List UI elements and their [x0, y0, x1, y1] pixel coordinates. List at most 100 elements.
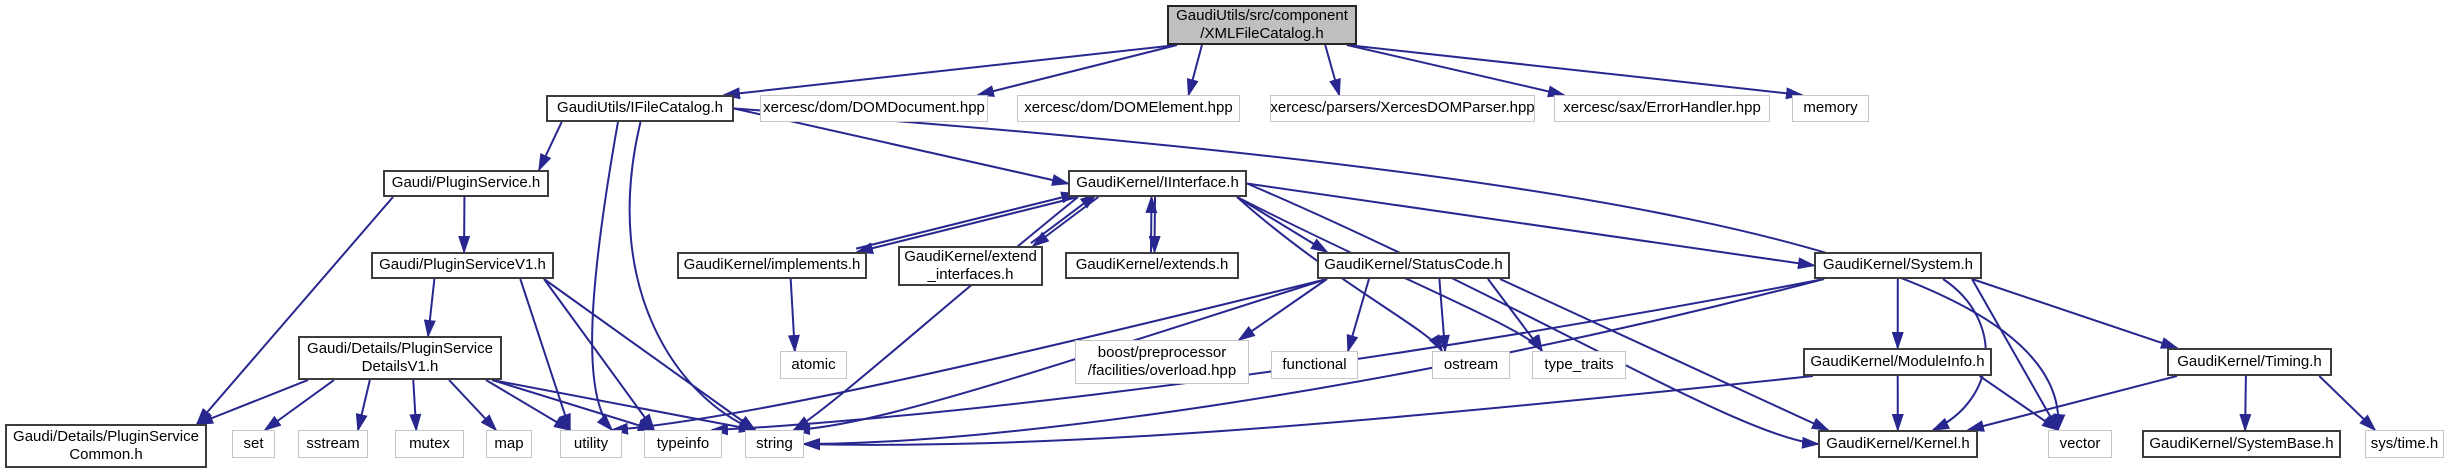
node-label: Common.h: [69, 446, 143, 463]
node-vector: vector: [2048, 430, 2112, 458]
edge-xmlfilecatalog-domelement: [1186, 44, 1203, 97]
node-label: GaudiKernel/StatusCode.h: [1324, 256, 1503, 274]
node-label: GaudiKernel/IInterface.h: [1076, 174, 1239, 192]
node-label: DetailsV1.h: [361, 358, 439, 375]
node-label: set: [243, 434, 264, 452]
node-label: atomic: [791, 355, 836, 373]
node-label: GaudiKernel/implements.h: [683, 256, 861, 274]
node-extends[interactable]: GaudiKernel/extends.h: [1065, 252, 1239, 279]
node-label: functional: [1282, 355, 1347, 373]
node-iinterface[interactable]: GaudiKernel/IInterface.h: [1068, 170, 1247, 197]
edge-detailsv1-utility: [485, 379, 572, 432]
edge-system-timing: [1971, 278, 2179, 349]
edge-xmlfilecatalog-memory: [1346, 44, 1804, 100]
edge-system-string: [802, 278, 1825, 450]
node-atomic: atomic: [780, 351, 847, 379]
node-label: GaudiKernel/extend: [904, 247, 1037, 265]
node-label: vector: [2059, 434, 2101, 452]
node-xmlfilecatalog: GaudiUtils/src/component/XMLFileCatalog.…: [1167, 5, 1357, 45]
edge-iinterface-extendinterfaces-back: [1030, 193, 1098, 245]
edge-statuscode-string: [792, 278, 1328, 436]
edge-detailsv1-mutex: [409, 379, 422, 432]
node-moduleinfo[interactable]: GaudiKernel/ModuleInfo.h: [1803, 348, 1992, 376]
edge-statuscode-kernel: [1499, 278, 1830, 431]
edge-statuscode-typetraits: [1487, 278, 1544, 353]
node-label: sstream: [306, 434, 360, 452]
edge-ifilecatalog-utility: [591, 121, 619, 432]
node-label: GaudiKernel/extends.h: [1075, 256, 1229, 274]
edge-timing-kernel: [1966, 375, 2178, 432]
node-ifilecatalog[interactable]: GaudiUtils/IFileCatalog.h: [546, 95, 734, 122]
edge-statuscode-utility: [610, 278, 1328, 435]
edge-moduleinfo-vector: [1979, 375, 2060, 432]
edge-timing-systime: [2318, 375, 2377, 432]
edge-detailsv1-string: [491, 379, 757, 433]
node-label: ostream: [1443, 355, 1499, 373]
edge-iinterface-extends-back: [1145, 194, 1158, 252]
node-label: xercesc/sax/ErrorHandler.hpp: [1563, 99, 1761, 117]
node-label: utility: [573, 434, 609, 452]
edge-statuscode-functional: [1346, 278, 1370, 353]
edge-iinterface-implements-back: [855, 191, 1080, 250]
edge-detailsv1-sstream: [355, 379, 371, 432]
node-label: typeinfo: [656, 434, 710, 452]
edge-system-typeinfo: [710, 278, 1825, 436]
node-label: sys/time.h: [2370, 434, 2439, 452]
edge-implements-atomic: [787, 278, 800, 353]
edge-iinterface-statuscode: [1236, 196, 1329, 254]
node-timing[interactable]: GaudiKernel/Timing.h: [2167, 348, 2332, 376]
node-implements[interactable]: GaudiKernel/implements.h: [677, 252, 867, 279]
edge-pluginservicev1-detailsv1: [423, 278, 436, 338]
edge-xmlfilecatalog-domdocument: [976, 44, 1178, 97]
node-label: GaudiKernel/Timing.h: [2177, 352, 2322, 370]
node-statuscode[interactable]: GaudiKernel/StatusCode.h: [1317, 252, 1510, 279]
node-label: xercesc/parsers/XercesDOMParser.hpp: [1270, 99, 1535, 117]
edge-pluginservice-common: [195, 196, 394, 426]
node-label: xercesc/dom/DOMDocument.hpp: [763, 99, 985, 117]
node-label: memory: [1803, 99, 1858, 117]
node-extendinterfaces[interactable]: GaudiKernel/extend_interfaces.h: [898, 246, 1043, 286]
node-utility: utility: [560, 430, 622, 458]
edge-detailsv1-common: [195, 379, 309, 425]
edge-ifilecatalog-pluginservice: [538, 121, 563, 172]
edge-pluginservicev1-string: [543, 278, 757, 432]
node-xercesdomparser: xercesc/parsers/XercesDOMParser.hpp: [1270, 95, 1535, 122]
node-kernel[interactable]: GaudiKernel/Kernel.h: [1818, 430, 1978, 458]
node-overload: boost/preprocessor/facilities/overload.h…: [1075, 340, 1249, 384]
node-ostream: ostream: [1432, 351, 1510, 379]
node-label: Gaudi/PluginServiceV1.h: [379, 256, 546, 274]
node-label: xercesc/dom/DOMElement.hpp: [1024, 99, 1233, 117]
node-domdocument: xercesc/dom/DOMDocument.hpp: [760, 95, 988, 122]
node-label: string: [756, 434, 793, 452]
edge-ifilecatalog-string: [628, 121, 757, 431]
edge-detailsv1-map: [448, 379, 498, 432]
node-errorhandler: xercesc/sax/ErrorHandler.hpp: [1554, 95, 1770, 122]
node-pluginservice[interactable]: Gaudi/PluginService.h: [383, 170, 549, 197]
node-label: GaudiKernel/System.h: [1822, 256, 1974, 274]
edge-xmlfilecatalog-ifilecatalog: [722, 44, 1178, 100]
node-string: string: [745, 430, 804, 458]
edge-detailsv1-set: [263, 379, 335, 432]
edge-iinterface-extends: [1148, 196, 1161, 254]
edge-xmlfilecatalog-errorhandler: [1346, 44, 1566, 98]
node-label: GaudiKernel/ModuleInfo.h: [1810, 352, 1985, 370]
node-label: Gaudi/Details/PluginService: [307, 339, 493, 357]
edge-iinterface-extendinterfaces: [1031, 196, 1099, 248]
node-label: mutex: [409, 434, 450, 452]
node-system[interactable]: GaudiKernel/System.h: [1814, 252, 1982, 279]
edge-iinterface-implements: [855, 196, 1079, 254]
node-label: /XMLFileCatalog.h: [1200, 25, 1324, 42]
edge-xmlfilecatalog-xercesdomparser: [1324, 44, 1341, 97]
node-label: Gaudi/Details/PluginService: [13, 427, 199, 445]
node-domelement: xercesc/dom/DOMElement.hpp: [1017, 95, 1240, 122]
node-typeinfo: typeinfo: [644, 430, 722, 458]
edge-pluginservicev1-typeinfo: [543, 278, 656, 432]
node-systembase[interactable]: GaudiKernel/SystemBase.h: [2142, 430, 2341, 458]
node-typetraits: type_traits: [1532, 351, 1626, 379]
edge-iinterface-system: [1246, 182, 1816, 270]
node-pluginservicev1[interactable]: Gaudi/PluginServiceV1.h: [371, 252, 554, 279]
